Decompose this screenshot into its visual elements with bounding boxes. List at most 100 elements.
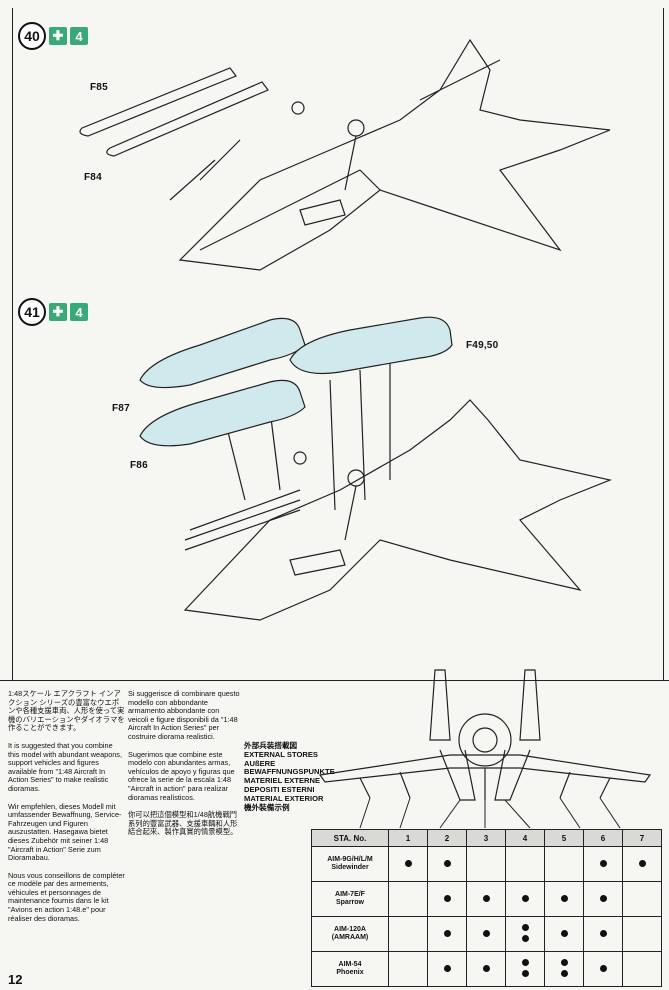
station-cell	[505, 951, 545, 987]
text-french: Nous vous conseillons de compléter ce mo…	[8, 870, 125, 923]
station-cell	[427, 846, 467, 882]
load-dot	[482, 929, 490, 937]
station-cell	[544, 846, 584, 882]
heading-de1: AUßERE	[244, 758, 276, 768]
load-dot	[599, 859, 607, 867]
view-4-icon: 4	[70, 27, 88, 45]
heading-it: DEPOSITI ESTERNI	[244, 784, 315, 794]
station-cell	[427, 881, 467, 917]
step-40-badge: 40 ✚ 4	[18, 22, 88, 50]
station-cell	[388, 846, 428, 882]
text-spanish: Sugerimos que combine este modelo con ab…	[128, 749, 235, 802]
load-dot	[443, 859, 451, 867]
heading-zh: 機外裝備示例	[244, 802, 290, 812]
station-cell	[583, 846, 623, 882]
station-cell	[466, 846, 506, 882]
load-dot	[599, 894, 607, 902]
load-dot	[443, 964, 451, 972]
section-divider	[0, 680, 669, 681]
station-cell	[622, 951, 662, 987]
part-label-f49-50: F49,50	[466, 340, 499, 351]
station-cell	[505, 846, 545, 882]
external-stores-heading: 外部兵装搭載図 EXTERNAL STORES AUßERE BEWAFFNUN…	[244, 741, 335, 812]
part-label-f84: F84	[84, 172, 102, 183]
text-italian: Si suggerisce di combinare questo modell…	[128, 689, 240, 741]
heading-de2: BEWAFFNUNGSPUNKTE	[244, 767, 335, 777]
sta-header: STA. No.	[311, 829, 389, 847]
part-label-f86: F86	[130, 460, 148, 471]
load-dot	[521, 970, 529, 977]
middle-text-column: Si suggerisce di combinare questo modell…	[128, 689, 240, 846]
station-header: 2	[427, 829, 467, 847]
station-cell	[583, 916, 623, 952]
load-dot	[599, 964, 607, 972]
table-header-row: STA. No. 1 2 3 4 5 6 7	[311, 829, 662, 847]
step-number: 40	[18, 22, 46, 50]
text-english: It is suggested that you combine this mo…	[8, 740, 122, 793]
assembly-icon: ✚	[49, 303, 67, 321]
heading-es: MATERIAL EXTERIOR	[244, 793, 324, 803]
station-cell	[427, 951, 467, 987]
station-cell	[427, 916, 467, 952]
station-cell	[466, 881, 506, 917]
station-cell	[544, 916, 584, 952]
instruction-frame	[12, 8, 664, 680]
load-dot	[638, 859, 646, 867]
station-header: 3	[466, 829, 506, 847]
table-row: AIM-120A(AMRAAM)	[311, 916, 662, 952]
load-dot	[560, 970, 568, 977]
station-cell	[466, 916, 506, 952]
station-header: 7	[622, 829, 662, 847]
station-cell	[622, 881, 662, 917]
station-cell	[583, 881, 623, 917]
station-cell	[622, 846, 662, 882]
load-dot	[560, 894, 568, 902]
station-cell	[388, 881, 428, 917]
load-dot	[521, 959, 529, 966]
page-number: 12	[8, 972, 23, 987]
text-japanese: 1:48スケール エアクラフト インアクション シリーズの豊富なウエポンや各種支…	[8, 689, 125, 733]
station-cell	[388, 951, 428, 987]
station-cell	[544, 951, 584, 987]
heading-jp: 外部兵装搭載図	[244, 741, 298, 750]
text-german: Wir empfehlen, dieses Modell mit umfasse…	[8, 801, 122, 863]
assembly-icon: ✚	[49, 27, 67, 45]
assembly-diagram	[79, 38, 613, 621]
text-chinese: 你可以把這個模型和1/48航機戰鬥系列的豐富武器、支援車輛和人形結合起來、製作真…	[128, 810, 238, 837]
station-cell	[622, 916, 662, 952]
view-4-icon: 4	[70, 303, 88, 321]
station-header: 5	[544, 829, 584, 847]
weapon-name: AIM-120A(AMRAAM)	[311, 916, 389, 952]
front-view-aircraft	[318, 669, 652, 829]
step-number: 41	[18, 298, 46, 326]
station-cell	[466, 951, 506, 987]
load-dot	[482, 964, 490, 972]
load-dot	[521, 894, 529, 902]
load-dot	[404, 859, 412, 867]
load-dot	[482, 894, 490, 902]
station-cell	[388, 916, 428, 952]
station-cell	[505, 881, 545, 917]
load-dot	[521, 924, 529, 931]
station-cell	[544, 881, 584, 917]
load-dot	[443, 929, 451, 937]
station-cell	[505, 916, 545, 952]
station-cell	[583, 951, 623, 987]
load-dot	[521, 935, 529, 942]
part-label-f85: F85	[90, 82, 108, 93]
left-text-column: 1:48スケール エアクラフト インアクション シリーズの豊富なウエポンや各種支…	[8, 689, 126, 932]
heading-en: EXTERNAL STORES	[244, 749, 318, 759]
heading-fr: MATERIEL EXTERNE	[244, 776, 321, 786]
load-dot	[560, 929, 568, 937]
station-header: 1	[388, 829, 428, 847]
station-header: 6	[583, 829, 623, 847]
station-header: 4	[505, 829, 545, 847]
load-dot	[443, 894, 451, 902]
